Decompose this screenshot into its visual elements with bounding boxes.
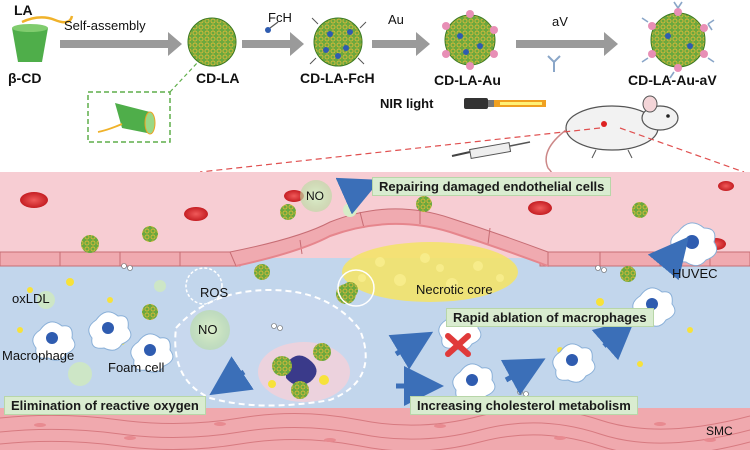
label-self-assembly: Self-assembly [64,18,146,33]
necrotic-core [342,242,518,302]
no-bubble-top [300,180,332,212]
synthesis-scheme [12,1,745,197]
label-no-center: NO [198,322,218,337]
self-assembly-arrow [60,32,182,56]
av-arrow [516,32,618,56]
label-cd-la-fch: CD-LA-FcH [300,70,375,86]
la-strand-icon [21,15,74,24]
label-beta-cd: β-CD [8,70,42,86]
banner-repairing: Repairing damaged endothelial cells [372,177,612,196]
label-huvec: HUVEC [672,266,718,281]
label-nir-light: NIR light [380,96,434,111]
smc-layer [0,408,750,450]
label-necrotic-core: Necrotic core [416,282,493,297]
label-av: aV [552,14,568,29]
cd-la-au-nanoparticle-icon [442,10,498,70]
mouse-icon [545,95,679,197]
ros-cluster [185,267,223,305]
cd-la-nanoparticle-icon [187,17,237,67]
no-bubble-center [190,310,230,350]
fch-arrow [242,32,304,56]
label-oxldl: oxLDL [12,291,50,306]
cd-la-au-av-nanoparticle-icon [641,1,715,79]
syringe-icon [451,141,531,159]
label-fch: FcH [268,10,292,25]
cone-detail-icon [97,103,156,135]
label-la: LA [14,2,33,18]
ablation-x-icon [445,333,471,357]
antibody-icon [547,55,561,72]
fch-molecule-icon [265,21,279,33]
label-foam-cell: Foam cell [108,360,165,375]
nir-laser-icon [464,98,546,109]
foam-cell-center [258,342,350,402]
vessel-scene [0,172,750,450]
banner-elimination: Elimination of reactive oxygen [4,396,206,415]
label-cd-la-au-av: CD-LA-Au-aV [628,72,717,88]
zoom-line-left [199,127,601,173]
cd-la-fch-nanoparticle-icon [309,17,367,67]
banner-rapid-ablation: Rapid ablation of macrophages [446,308,654,327]
label-au: Au [388,12,404,27]
label-smc: SMC [706,424,733,438]
cone-detail-box [87,91,171,143]
beta-cd-cone-icon [12,24,48,62]
label-macrophage: Macrophage [2,348,75,363]
red-blood-cells [20,181,734,250]
zoom-line-right [619,127,745,173]
label-cd-la: CD-LA [196,70,240,86]
label-no-top: NO [306,189,324,203]
label-cd-la-au: CD-LA-Au [434,72,501,88]
label-ros: ROS [200,285,229,300]
plaque-cap [235,222,549,267]
nanoparticles-lumen [81,196,648,320]
au-arrow [372,32,430,56]
process-arrows [209,177,689,406]
banner-increasing: Increasing cholesterol metabolism [410,396,638,415]
